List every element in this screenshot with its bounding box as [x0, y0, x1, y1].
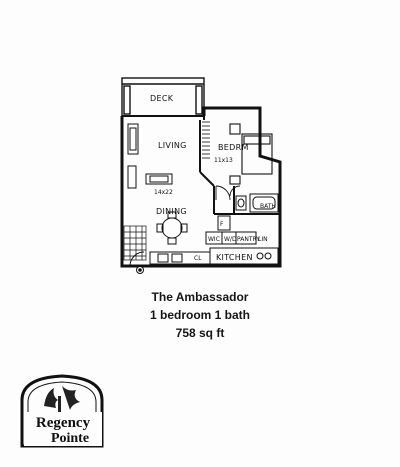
closet-f-label: F [220, 221, 224, 228]
closet-wic-label: WIC [208, 236, 220, 243]
plan-square-footage: 758 sq ft [175, 326, 225, 340]
plan-name: The Ambassador [151, 290, 249, 304]
closet-wd-label: W/D [224, 236, 237, 243]
utility-closets [205, 215, 257, 245]
living-dims: 14x22 [154, 189, 173, 196]
kitchen-counters [149, 247, 279, 265]
floor-plan-diagram: DECK LIVING 14x22 [120, 77, 282, 274]
pantry-label: PANTRY [237, 236, 260, 243]
storage-grid [123, 225, 147, 261]
entry-door [129, 251, 145, 274]
logo-wordmark: Regency Pointe [24, 412, 102, 446]
closet-cl-label: CL [194, 255, 202, 262]
bathroom-fixtures [235, 193, 279, 213]
closet-hatching [202, 121, 210, 159]
interior-walls [199, 116, 280, 215]
bedroom-label: BEDRM [218, 143, 249, 152]
living-label: LIVING [158, 141, 187, 150]
regency-pointe-logo: Regency Pointe [20, 374, 104, 448]
svg-text:Pointe: Pointe [51, 431, 89, 446]
door-swings [215, 185, 241, 201]
bedroom-dims: 11x13 [214, 157, 233, 164]
closet-lin-label: LIN [258, 236, 268, 243]
dining-label: DINING [156, 207, 187, 216]
kitchen-label: KITCHEN [216, 253, 253, 262]
living-furniture [127, 123, 173, 189]
bath-label: BATH [260, 203, 276, 210]
plan-bedrooms-baths: 1 bedroom 1 bath [149, 308, 250, 322]
svg-text:Regency: Regency [36, 415, 91, 431]
deck-label: DECK [150, 94, 174, 103]
exterior-walls [120, 106, 282, 268]
bed [229, 123, 273, 185]
dining-table [156, 211, 188, 245]
